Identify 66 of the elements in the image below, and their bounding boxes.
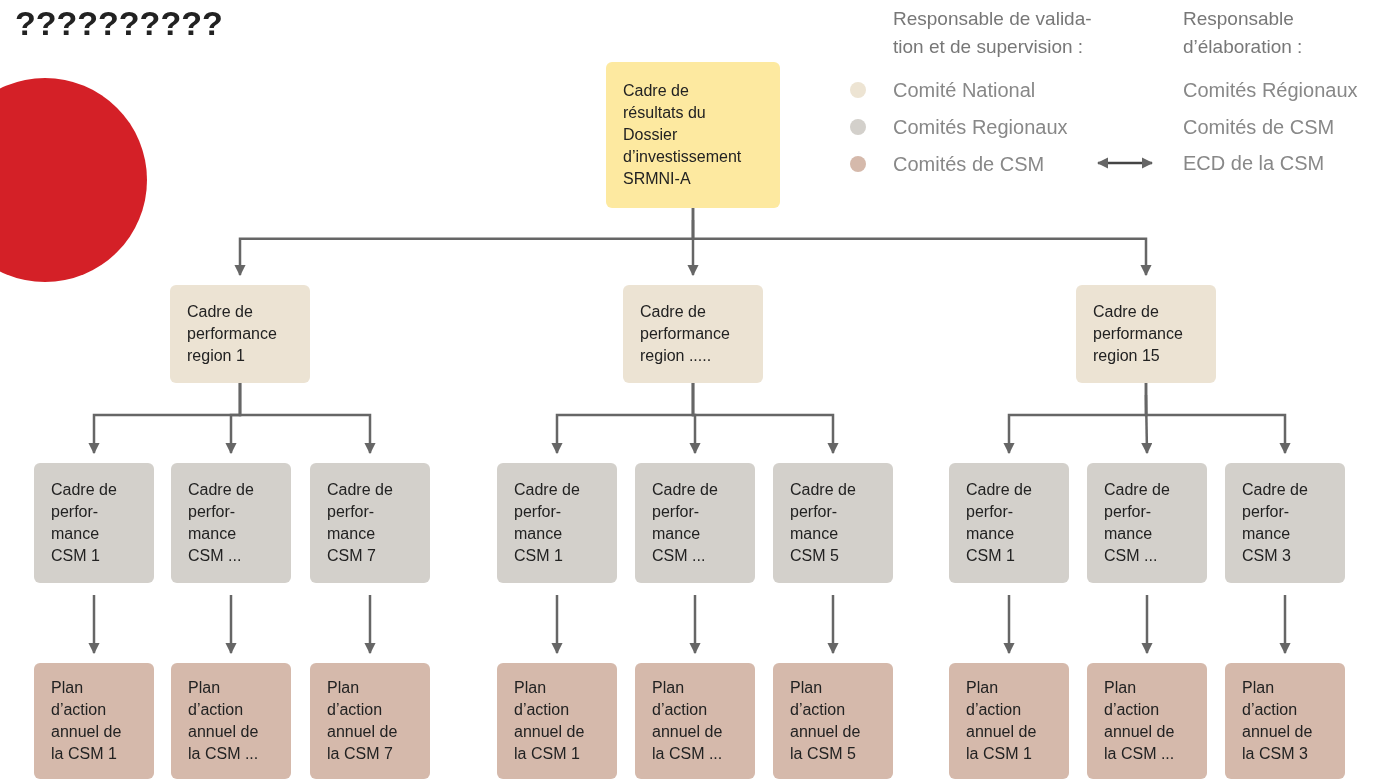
region-box: [623, 285, 763, 383]
box-text: Cadre de perfor-mance CSM ...: [1104, 480, 1171, 566]
plan-box: [34, 663, 154, 779]
legend-text: Comité National: [893, 78, 1036, 103]
box-text: Plan d’action annuel de la CSM ...: [1104, 678, 1176, 764]
region-box: [170, 285, 310, 383]
arrow: [691, 208, 1152, 277]
csm-box: [1087, 463, 1207, 583]
box-text: Cadre de perfor-mance CSM ...: [652, 480, 719, 566]
plan-box: [1087, 663, 1207, 779]
legend-text: Comités de CSM: [893, 152, 1045, 177]
box-text: Cadre de résultats du Dossier d’investissement SRMNI-A: [623, 81, 743, 189]
arrow: [88, 595, 100, 655]
box-text: Cadre de perfor-mance CSM ...: [188, 480, 255, 566]
box-text: Plan d’action annuel de la CSM 1: [966, 678, 1038, 764]
csm-box: [949, 463, 1069, 583]
box-text: Cadre de perfor-mance CSM 1: [51, 480, 118, 566]
arrow: [689, 595, 701, 655]
box-text: Plan d’action annuel de la CSM 1: [514, 678, 586, 764]
csm-box: [310, 463, 430, 583]
legend-text: ECD de la CSM: [1183, 151, 1325, 176]
plan-box: [949, 663, 1069, 779]
box-text: Cadre de perfor-mance CSM 1: [514, 480, 581, 566]
box-text: Plan d’action annuel de la CSM ...: [188, 678, 260, 764]
arrow: [551, 595, 563, 655]
box-text: Plan d’action annuel de la CSM 5: [790, 678, 862, 764]
csm-box: [635, 463, 755, 583]
legend-text: Comités Regionaux: [893, 115, 1068, 140]
arrow: [238, 383, 376, 455]
column-heading: Responsable d’élaboration :: [1183, 7, 1304, 59]
plan-box: [773, 663, 893, 779]
csm-box: [171, 463, 291, 583]
box-text: Cadre de perfor-mance CSM 3: [1242, 480, 1309, 566]
box-text: Plan d’action annuel de la CSM 7: [327, 678, 399, 764]
region-box: [1076, 285, 1216, 383]
arrow: [1003, 595, 1015, 655]
box-text: Cadre de performance region .....: [640, 302, 731, 366]
plan-box: [635, 663, 755, 779]
csm-box: [497, 463, 617, 583]
arrow: [1141, 595, 1153, 655]
box-text: Cadre de perfor-mance CSM 1: [966, 480, 1033, 566]
plan-box: [497, 663, 617, 779]
box-text: Plan d’action annuel de la CSM ...: [652, 678, 724, 764]
box-text: Plan d’action annuel de la CSM 1: [51, 678, 123, 764]
plan-box: [310, 663, 430, 779]
csm-box: [34, 463, 154, 583]
box-text: Cadre de performance region 15: [1093, 302, 1184, 366]
arrow: [691, 383, 839, 455]
box-text: Plan d’action annuel de la CSM 3: [1242, 678, 1314, 764]
csm-box: [1225, 463, 1345, 583]
arrow: [827, 595, 839, 655]
csm-box: [773, 463, 893, 583]
arrow: [1279, 595, 1291, 655]
legend-text: Comités Régionaux: [1183, 78, 1358, 103]
box-text: Cadre de perfor-mance CSM 7: [327, 480, 394, 566]
title: ??????????: [15, 4, 223, 43]
plan-box: [1225, 663, 1345, 779]
box-text: Cadre de perfor-mance CSM 5: [790, 480, 857, 566]
arrow: [1144, 383, 1291, 455]
arrow: [225, 595, 237, 655]
box-text: Cadre de performance region 1: [187, 302, 278, 366]
column-heading: Responsable de valida-tion et de supervision :: [893, 7, 1093, 59]
legend-text: Comités de CSM: [1183, 115, 1335, 140]
top-box: [606, 62, 780, 208]
plan-box: [171, 663, 291, 779]
arrow: [364, 595, 376, 655]
